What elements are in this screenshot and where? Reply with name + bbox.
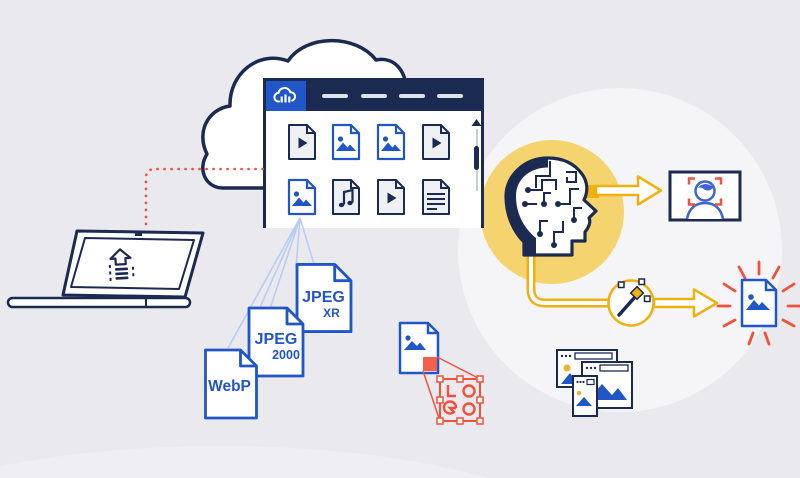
menu-dash bbox=[437, 94, 463, 98]
file-icon-video bbox=[422, 124, 450, 160]
laptop-camera bbox=[135, 233, 142, 236]
format-label: JPEG bbox=[254, 331, 298, 348]
file-icon-video bbox=[377, 179, 405, 215]
upload-path-dotted-line bbox=[144, 167, 268, 226]
menu-dash bbox=[361, 94, 387, 98]
file-icon-image-selected bbox=[287, 178, 317, 216]
file-icon-image bbox=[376, 123, 406, 161]
background-wave bbox=[0, 446, 600, 478]
format-doc-jpeg-xr: JPEG XR bbox=[295, 262, 353, 334]
cloud-upload-icon bbox=[273, 86, 297, 103]
window-menu-bar bbox=[306, 81, 481, 111]
format-sublabel: 2000 bbox=[272, 348, 300, 362]
logo-crop-selection-icon bbox=[398, 321, 484, 425]
image-file-icon bbox=[740, 278, 778, 328]
selection-handles[interactable] bbox=[436, 375, 484, 425]
logo-region-marker bbox=[423, 357, 437, 371]
format-label: JPEG bbox=[302, 289, 345, 306]
logo-glyphs bbox=[442, 384, 476, 416]
scrollbar[interactable] bbox=[466, 119, 484, 199]
scroll-up-arrow-icon[interactable] bbox=[471, 119, 482, 126]
file-grid bbox=[266, 111, 484, 228]
file-icon-image bbox=[331, 123, 361, 161]
cloud-logo-badge bbox=[266, 81, 306, 111]
selection-box[interactable] bbox=[439, 378, 481, 422]
format-sublabel: XR bbox=[323, 306, 340, 320]
browser-window-mobile bbox=[572, 375, 598, 417]
arrow-to-face-detect bbox=[594, 175, 663, 206]
ai-head-circuit-icon bbox=[504, 156, 598, 257]
focus-brackets-icon bbox=[687, 177, 723, 206]
ai-flow-group bbox=[480, 140, 719, 327]
document-icon bbox=[204, 348, 258, 420]
format-doc-webp: WebP bbox=[202, 348, 258, 420]
magic-wand-icon bbox=[607, 278, 655, 327]
file-icon-document bbox=[422, 179, 450, 215]
media-library-window bbox=[263, 78, 484, 228]
responsive-browser-windows-icon bbox=[556, 349, 633, 417]
laptop-base bbox=[6, 296, 192, 309]
laptop bbox=[6, 229, 205, 309]
face-detection-icon bbox=[668, 170, 742, 222]
window-header bbox=[266, 81, 481, 111]
sunburst-rays bbox=[716, 260, 800, 346]
format-label: WebP bbox=[208, 378, 251, 395]
file-icon-audio bbox=[332, 179, 360, 215]
file-icon-video bbox=[288, 124, 316, 160]
menu-dash bbox=[399, 94, 425, 98]
menu-dash bbox=[322, 94, 348, 98]
upload-progress-icon bbox=[108, 248, 135, 281]
arrow-to-optimized-image bbox=[652, 288, 719, 318]
scrollbar-thumb[interactable] bbox=[474, 146, 479, 170]
image-file-sunburst-icon bbox=[716, 260, 800, 346]
